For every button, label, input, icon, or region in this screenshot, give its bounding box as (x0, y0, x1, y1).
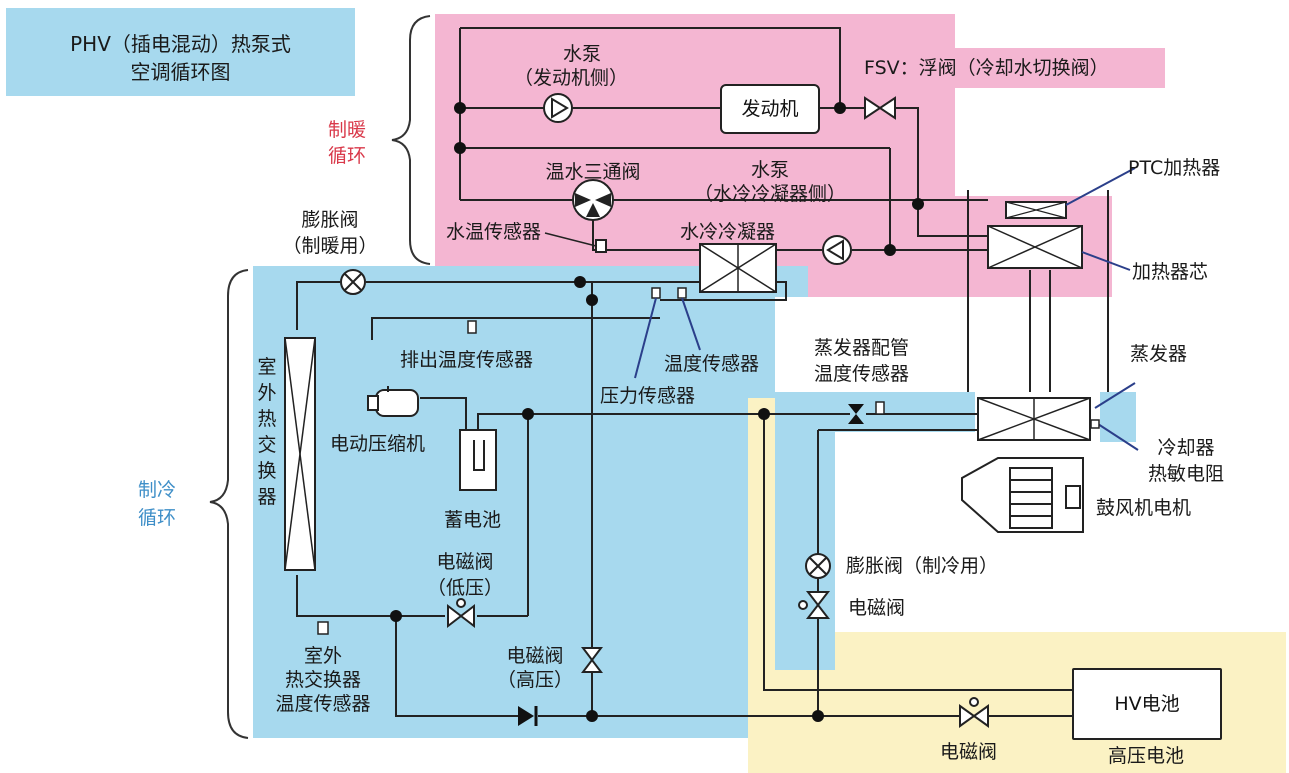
water-pump-condenser-icon (822, 235, 852, 265)
evaporator-valve-icon (848, 404, 864, 424)
engine-box: 发动机 (720, 84, 820, 134)
solenoid-valve-battery-icon (959, 697, 989, 728)
water-pump-condenser-label-1: 水泵 (750, 159, 789, 181)
solenoid-valve-high-icon (581, 647, 603, 673)
cooling-cycle-label-1: 制冷 (138, 479, 177, 501)
outdoor-hx-sensor-label-2: 热交换器 (284, 669, 361, 691)
compressor-label: 电动压缩机 (330, 433, 426, 455)
heating-bracket (391, 15, 431, 265)
heater-core-label: 加热器芯 (1132, 261, 1209, 283)
outdoor-hx-sensor-label-1: 室外 (303, 645, 342, 667)
heating-cycle-label-2: 循环 (328, 145, 367, 167)
blower-motor-label: 鼓风机电机 (1096, 497, 1192, 519)
title-box: PHV（插电混动）热泵式 空调循环图 (6, 8, 355, 96)
cooler-thermistor-label-2: 热敏电阻 (1147, 463, 1224, 485)
evaporator-label: 蒸发器 (1130, 343, 1188, 365)
cooling-bracket (209, 269, 249, 739)
solenoid-valve-cooling-icon (798, 591, 831, 619)
three-way-valve-icon (572, 179, 614, 221)
expansion-valve-cooling-label: 膨胀阀（制冷用） (846, 555, 999, 577)
outdoor-hx-sensor-label-3: 温度传感器 (275, 693, 371, 715)
evaporator-icon (977, 397, 1091, 441)
expansion-valve-cooling-icon (805, 553, 831, 579)
heater-core-icon (987, 225, 1083, 269)
temp-sensor-label: 温度传感器 (664, 353, 760, 375)
discharge-temp-sensor-label: 排出温度传感器 (400, 349, 534, 371)
water-cooled-condenser-icon (699, 243, 777, 293)
outdoor-hx-label: 室外热交换器 (257, 356, 277, 508)
compressor-icon (367, 386, 419, 417)
heating-zone (435, 14, 1165, 297)
solenoid-high-label-1: 电磁阀 (506, 645, 564, 667)
junction-dots (390, 102, 924, 722)
expansion-valve-heating-label-2: （制暖用） (282, 235, 378, 257)
three-way-valve-label: 温水三通阀 (545, 161, 641, 183)
expansion-valve-heating-label-1: 膨胀阀 (301, 209, 359, 231)
water-pump-condenser-label-2: （水冷冷凝器侧） (693, 183, 846, 205)
solenoid-battery-label: 电磁阀 (940, 741, 998, 763)
accumulator-label: 蓄电池 (444, 509, 502, 531)
check-valve-icon (518, 706, 538, 726)
heating-cycle-label-1: 制暖 (328, 119, 367, 141)
outdoor-heat-exchanger-icon (284, 337, 316, 571)
solenoid-high-label-2: （高压） (496, 669, 573, 691)
cooler-thermistor-label-1: 冷却器 (1157, 437, 1215, 459)
water-pump-engine-label-2: （发动机侧） (513, 67, 628, 89)
pressure-sensor-label: 压力传感器 (600, 385, 696, 407)
water-cooled-condenser-label: 水冷冷凝器 (680, 221, 776, 243)
solenoid-label: 电磁阀 (848, 597, 906, 619)
fsv-valve-icon (864, 96, 896, 120)
fsv-label: FSV：浮阀（冷却水切换阀） (864, 57, 1109, 79)
cooling-cycle-label-2: 循环 (138, 507, 177, 529)
title-line1: PHV（插电混动）热泵式 (70, 32, 291, 56)
blower-unit-icon (961, 457, 1084, 533)
solenoid-low-label-1: 电磁阀 (436, 551, 494, 573)
solenoid-low-label-2: （低压） (426, 577, 503, 599)
expansion-valve-heating-icon (340, 269, 366, 295)
water-temp-sensor-icon (595, 239, 607, 253)
water-pump-engine-icon (543, 93, 573, 123)
accumulator-icon (459, 429, 497, 491)
ptc-heater-label: PTC加热器 (1128, 157, 1221, 179)
title-line2: 空调循环图 (130, 60, 231, 84)
water-temp-sensor-label: 水温传感器 (446, 221, 542, 243)
solenoid-valve-low-icon (447, 598, 475, 629)
ptc-heater-icon (1005, 201, 1067, 219)
evap-pipe-sensor-label-2: 温度传感器 (814, 363, 910, 385)
heating-pipes (459, 27, 1109, 392)
evap-pipe-sensor-label-1: 蒸发器配管 (814, 337, 910, 359)
hv-battery-box: HV电池 (1072, 668, 1222, 740)
water-pump-engine-label-1: 水泵 (562, 43, 601, 65)
high-voltage-battery-label: 高压电池 (1108, 745, 1185, 767)
